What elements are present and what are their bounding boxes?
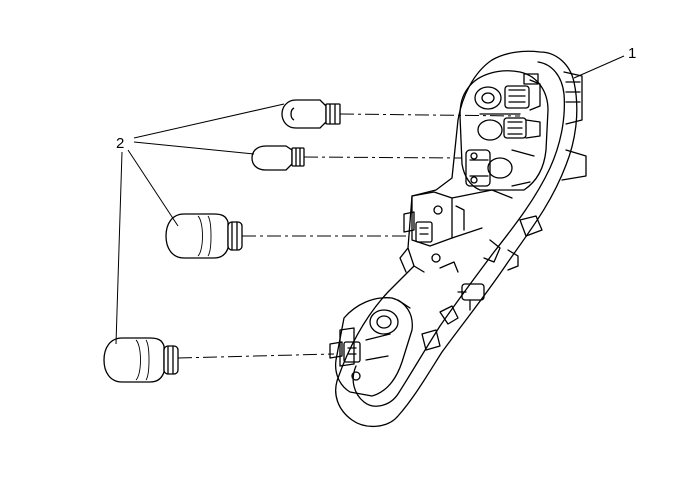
lower-socket: [329, 309, 399, 381]
assembly-lines: [177, 113, 521, 359]
lower-cavity: [334, 297, 413, 397]
assembly-line-2: [303, 156, 463, 159]
upper-socket-b: [477, 113, 541, 141]
housing-inner-rim: [352, 61, 566, 407]
upper-socket-c: [465, 149, 535, 187]
callout-bulbs: 2: [116, 135, 124, 152]
upper-socket-a: [474, 73, 541, 111]
middle-socket: [403, 189, 513, 263]
assembly-line-4: [177, 353, 335, 359]
leader-2-c: [127, 149, 179, 227]
mounting-stud: [421, 283, 485, 351]
bulb-bayonet-low: [103, 337, 179, 383]
assembly-line-1: [339, 113, 521, 117]
connector-block: [563, 71, 583, 125]
leader-2-a: [133, 103, 285, 139]
callout-housing: 1: [628, 45, 636, 62]
housing-outer-shell: [335, 50, 578, 427]
bulb-wedge-top: [281, 99, 341, 129]
bulbs: [103, 99, 341, 383]
leader-lines: [115, 55, 625, 345]
bulb-bayonet-mid: [165, 213, 243, 259]
leader-2-b: [133, 141, 255, 155]
leader-1: [573, 55, 625, 79]
bulb-wedge-mid: [251, 145, 305, 171]
leader-2-d: [115, 151, 123, 345]
tail-lamp-housing: [329, 50, 587, 427]
